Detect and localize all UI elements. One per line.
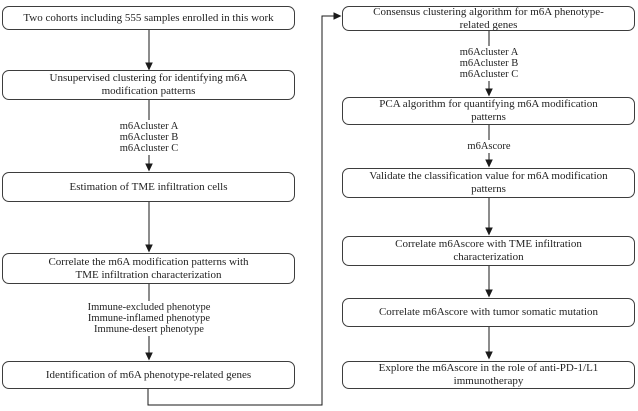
arrowhead [485,88,493,97]
arrowhead [145,244,153,253]
flow-step-explore-immunotherapy: Explore the m6Ascore in the role of anti… [342,361,635,389]
flow-step-pca-quantification: PCA algorithm for quantifying m6A modifi… [342,97,635,125]
edge-label-immune-phenotypes: Immune-excluded phenotype Immune-inflame… [84,301,214,336]
flow-step-consensus-clustering: Consensus clustering algorithm for m6A p… [342,6,635,31]
arrowhead [145,352,153,361]
flow-step-correlate-score-mutation: Correlate m6Ascore with tumor somatic mu… [342,298,635,327]
arrowhead [333,12,342,20]
arrowhead [145,163,153,172]
flow-step-correlate-patterns-tme: Correlate the m6A modification patterns … [2,253,295,284]
flow-step-correlate-score-tme: Correlate m6Ascore with TME infiltration… [342,236,635,266]
flow-step-validate-classification: Validate the classification value for m6… [342,168,635,198]
flow-step-tme-estimation: Estimation of TME infiltration cells [2,172,295,202]
arrowhead [485,351,493,360]
arrowhead [485,227,493,236]
flow-step-cohort-enrollment: Two cohorts including 555 samples enroll… [2,6,295,30]
edge-label-m6ascore: m6Ascore [464,140,514,153]
arrowhead [485,289,493,298]
edge-label-m6a-clusters-left: m6Acluster A m6Acluster B m6Acluster C [116,120,182,155]
flow-step-identify-phenotype-genes: Identification of m6A phenotype-related … [2,361,295,389]
flow-step-unsupervised-clustering: Unsupervised clustering for identifying … [2,70,295,100]
connector-left-to-right [147,15,334,406]
edge-label-m6a-clusters-right: m6Acluster A m6Acluster B m6Acluster C [456,46,522,81]
arrowhead [485,159,493,168]
arrowhead [145,62,153,71]
